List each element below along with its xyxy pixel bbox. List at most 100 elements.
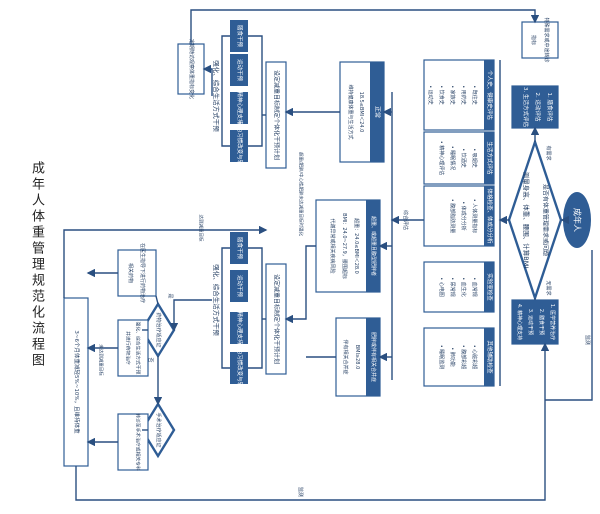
other-exam-box-item-4: • 睡眠监测	[438, 345, 445, 370]
top-intervention-label-2: 运动干预	[236, 59, 244, 82]
obese-box-header	[366, 318, 380, 396]
mid-intervention-left-bracket	[221, 247, 230, 369]
plan-mid-label: 设定减重目标制定个体化干预计划	[273, 274, 281, 364]
drug-alt-label-1: 强化、综合生活方式干预	[135, 322, 142, 375]
lab-exam-box-item-4: • 心电图	[438, 277, 445, 297]
strengthen-to-followup	[202, 64, 213, 96]
mid-intervention-3	[230, 312, 248, 344]
surgery-decision-label: 手术治疗适应证	[155, 412, 162, 447]
history-assessment-box-title: 个人史、健康史评估	[486, 70, 494, 120]
mid-intervention-label-1: 膳食干预	[236, 237, 244, 260]
top-intervention-3	[230, 92, 248, 124]
mid-annotation: 超重/肥胖/中心性肥胖未达减重目标时强化	[298, 152, 305, 237]
top-intervention-label-3: 精神心理支持	[236, 91, 244, 125]
strengthen-top-label: 强化、综合生活方式干预	[212, 60, 221, 132]
surgery-action-label: 转诊至手术治疗或相关专科	[135, 413, 142, 471]
bottom-loop-label: 监测	[297, 487, 304, 497]
lifestyle-assessment-box-item-3: • 睡眠情况	[449, 146, 456, 171]
adult-label: 成年人	[573, 208, 583, 232]
normal-desc-1: 18.5≤BMI＜24.0	[358, 92, 364, 133]
mid-intervention-2	[230, 270, 248, 302]
overweight-desc-3: 代谢异常或相关疾病风险	[329, 218, 336, 273]
top-intervention-4	[230, 130, 248, 162]
lifestyle-assessment-box-item-1: • 吸烟史	[471, 148, 478, 168]
drug-alt-label-2: 并进行药物治疗	[125, 331, 132, 365]
history-assessment-box	[423, 59, 495, 131]
six-month-box	[63, 297, 89, 467]
overweight-title: 超重、或超重且腹型肥胖者	[370, 216, 377, 276]
body-exam-box-header	[484, 186, 494, 246]
other-exam-box-item-2: • 腹部彩超	[460, 345, 467, 370]
obese-desc-2: 伴有相关合并症	[342, 339, 349, 374]
adult-start-node	[563, 192, 591, 248]
normal-desc-2: 维持健康体重与生活方式	[347, 84, 354, 139]
need-no-label: 无需求	[545, 280, 552, 295]
overweight-box-header	[366, 200, 380, 292]
obese-desc-1: BMI≥28.0	[354, 345, 360, 370]
lab-exam-box-item-3: • 尿常规	[449, 277, 456, 297]
exam-label: 测量身高、体重、腰围、计算BMI	[522, 172, 531, 269]
body-exam-box-item-1: • 人体测量指标	[471, 199, 478, 234]
plan-top-label: 设定减重目标制定个体化干预计划	[273, 70, 281, 160]
normal-box-header	[370, 62, 384, 162]
bottom-loop-line	[75, 342, 550, 501]
drug-decision-label: 药物治疗适应证	[155, 312, 162, 347]
mid-intervention-1	[230, 232, 248, 264]
mid-intervention-4	[230, 352, 248, 384]
history-assessment-box-item-3: • 家族史	[449, 85, 456, 105]
drug-alt-box	[117, 319, 149, 377]
six-month-annotation: 未达到减重目标	[98, 344, 105, 376]
classification-label: 综合评估	[402, 210, 409, 230]
top-intervention-label-1: 膳食干预	[236, 25, 244, 48]
right-loop-label: 监测	[584, 335, 591, 345]
need-yes-label: 有需求	[545, 145, 552, 160]
therapy-step-1: 1. 医学营养治疗	[549, 304, 556, 340]
eval-step-3: 3. 生活方式评估	[522, 87, 530, 127]
followup-label: 定期随访观察体重指标变化	[188, 39, 195, 99]
body-exam-box	[423, 185, 495, 247]
therapy-step-3: 3. 运动干预	[527, 309, 534, 335]
overweight-to-plan	[284, 245, 316, 324]
strengthen-to-drug	[169, 299, 212, 332]
page-title: 成年人体重管理规范化流程图	[29, 161, 44, 369]
drug-action-label: 在医生指导下进行药物治疗	[139, 243, 146, 303]
lab-exam-box-header	[484, 262, 494, 312]
lab-exam-box-item-2: • 血生化	[460, 277, 467, 297]
top-intervention-bracket	[248, 35, 263, 147]
history-assessment-box-header	[484, 60, 494, 130]
mid-intervention-label-4: 行为习惯改变与辅助	[236, 343, 244, 393]
therapy-step-2: 2. 膳食干预	[538, 309, 545, 335]
obese-title: 肥胖或伴有相关合并症	[370, 332, 377, 382]
drug-yes-label: 是	[167, 293, 173, 298]
other-exam-box-header	[484, 328, 494, 386]
strengthen-mid-label: 强化、综合生活方式干预	[212, 264, 221, 336]
drug-action-box	[117, 249, 157, 297]
normal-title: 正常	[374, 106, 382, 118]
need-decision-diamond	[507, 138, 563, 302]
six-month-label: 3~6个月体重减轻5%~10%，且维持体重	[73, 330, 81, 434]
lab-exam-box-title: 实验室检查	[486, 273, 494, 301]
history-assessment-box-item-2: • 用药史	[460, 85, 467, 105]
top-intervention-label-4: 行为习惯改变与辅助	[236, 121, 244, 171]
lifestyle-assessment-box-item-2: • 饮酒史	[460, 148, 467, 168]
right-loop-line	[545, 250, 593, 401]
eval-steps-box	[511, 85, 559, 129]
top-intervention-1	[230, 20, 248, 52]
history-assessment-box-item-5: • 运动史	[427, 85, 434, 105]
start-info-line1: 特殊需求或中途转诊	[543, 17, 550, 62]
body-exam-box-item-3: • 腹部脂肪测量	[449, 199, 456, 234]
other-exam-box-title: 其他辅助检查	[486, 340, 494, 374]
start-info-box	[521, 21, 559, 59]
reach-goal-label: 达到减重目标	[198, 215, 205, 242]
mid-intervention-label-3: 精神心理支持	[236, 311, 244, 345]
lifestyle-assessment-box-item-4: • 精神心理评估	[438, 141, 445, 176]
overweight-desc-2: BMI：24.0~27.9，腰围超标	[341, 213, 348, 279]
followup-box	[177, 43, 205, 95]
other-exam-box-item-1: • 心脏彩超	[471, 345, 478, 370]
lifestyle-assessment-box-title: 生活方式评估	[486, 141, 494, 175]
overweight-desc-1: 超重：24.0≤BMI＜28.0	[353, 218, 360, 274]
history-assessment-box-item-4: • 饮食史	[438, 85, 445, 105]
eval-step-1: 1. 膳食评估	[546, 93, 554, 122]
